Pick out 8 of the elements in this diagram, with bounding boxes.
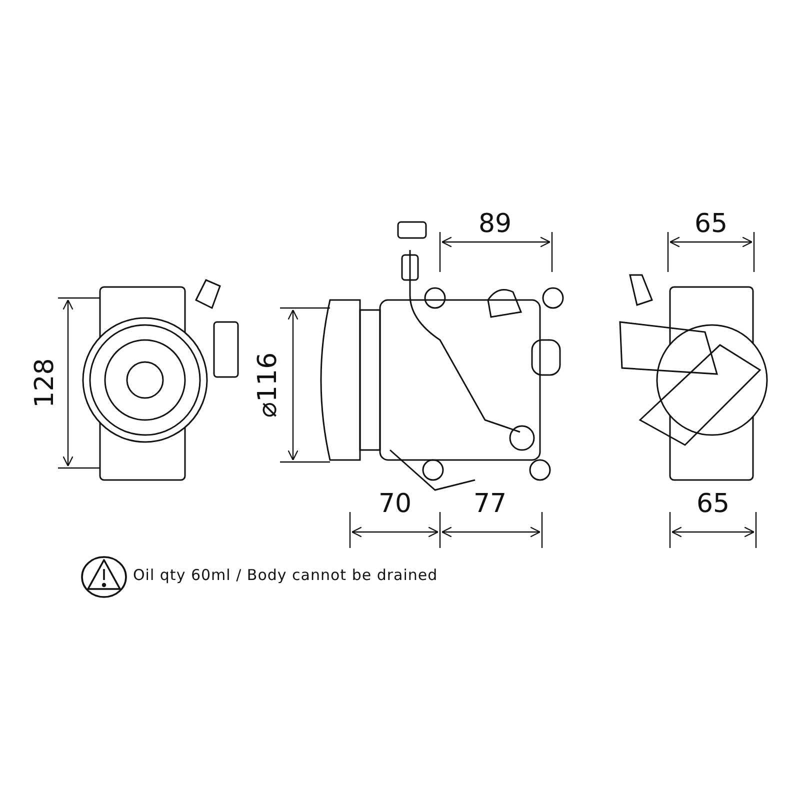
note-text: Oil qty 60ml / Body cannot be drained bbox=[133, 566, 438, 584]
dimension-value: 70 bbox=[378, 489, 412, 519]
dimension-value: 89 bbox=[478, 209, 512, 239]
dimension-value: ⌀116 bbox=[253, 352, 283, 418]
dimension-value: 65 bbox=[696, 489, 730, 519]
dimension-value: 77 bbox=[473, 489, 507, 519]
dimension-value: 65 bbox=[694, 209, 728, 239]
dimension-value: 128 bbox=[30, 358, 60, 408]
